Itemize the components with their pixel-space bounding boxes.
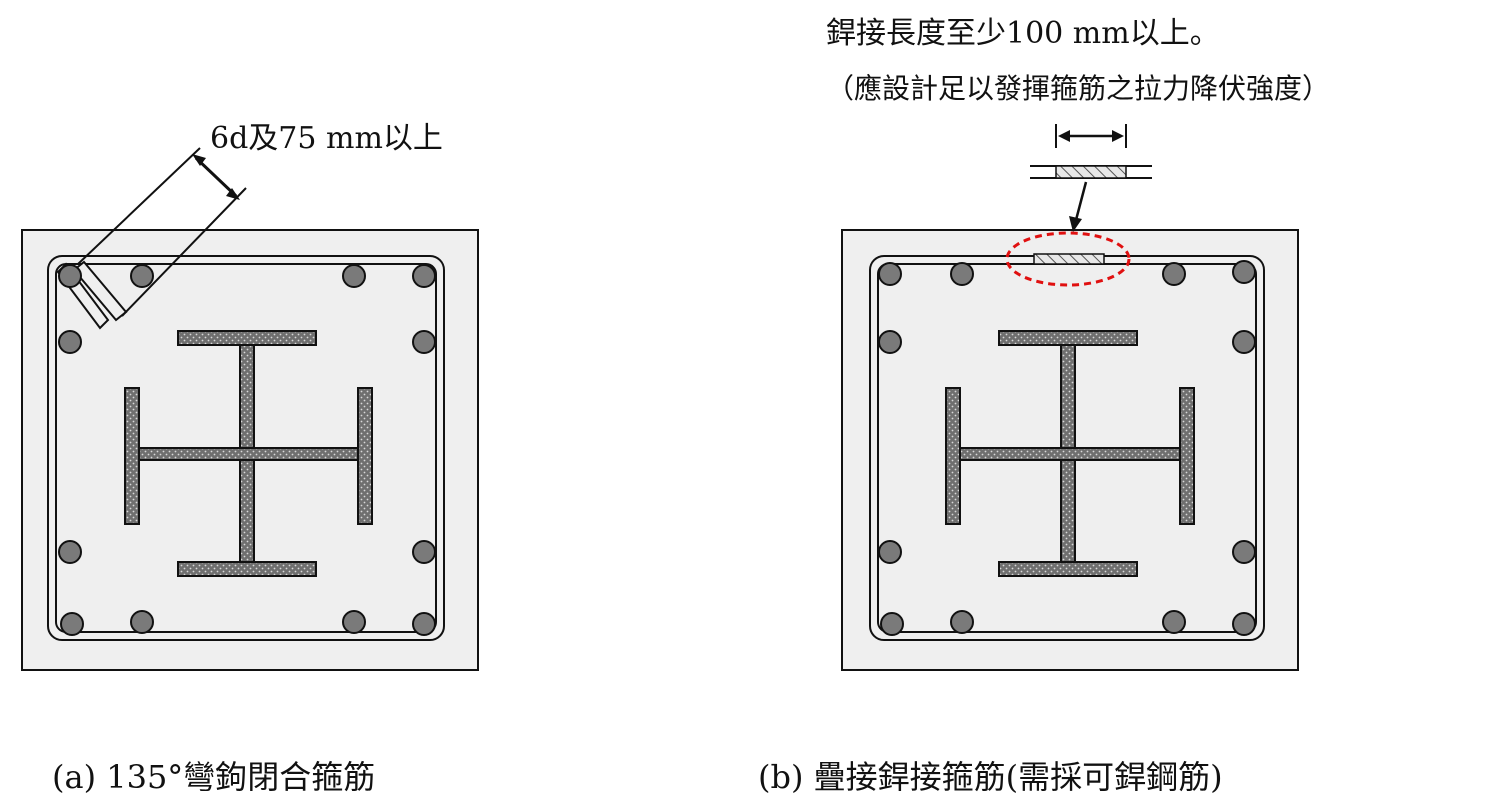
- rebar: [1232, 612, 1256, 636]
- weld-length-line-1: 銲接長度至少100 mm以上。: [826, 16, 1220, 51]
- steel-cross-section-a: [124, 330, 373, 577]
- rebar: [130, 264, 154, 288]
- rebar: [58, 540, 82, 564]
- weld-length-line-2: （應設計足以發揮箍筋之拉力降伏強度）: [826, 72, 1330, 105]
- closed-hoop-outer-a: [47, 255, 445, 641]
- rebar: [1232, 330, 1256, 354]
- steel-flange-top: [177, 330, 317, 346]
- steel-web-horizontal: [959, 447, 1181, 461]
- rebar: [412, 330, 436, 354]
- weld-detail-hatch: [1055, 165, 1127, 179]
- rebar: [58, 264, 82, 288]
- rebar: [412, 540, 436, 564]
- panel-b-section: 銲接長度至少100 mm以上。 （應設計足以發揮箍筋之拉力降伏強度）: [826, 16, 1330, 671]
- rebar: [412, 264, 436, 288]
- rebar: [342, 264, 366, 288]
- closed-hoop-inner-a: [55, 263, 437, 633]
- rebar: [1162, 262, 1186, 286]
- rebar: [130, 610, 154, 634]
- weld-detail: [1030, 124, 1152, 232]
- rebar: [60, 612, 84, 636]
- hook-length-label: 6d及75 mm以上: [210, 121, 443, 156]
- rebar: [950, 262, 974, 286]
- rebar: [878, 262, 902, 286]
- weld-highlight-ellipse: [1005, 231, 1131, 287]
- rebar-group-b: [878, 260, 1256, 636]
- rebar: [412, 612, 436, 636]
- caption-b: (b) 疊接銲接箍筋(需採可銲鋼筋): [758, 758, 1223, 796]
- steel-flange-top: [998, 330, 1138, 346]
- steel-flange-bottom: [998, 561, 1138, 577]
- rebar: [878, 330, 902, 354]
- steel-flange-bottom: [177, 561, 317, 577]
- steel-web-horizontal: [138, 447, 359, 461]
- steel-flange-left: [945, 387, 961, 525]
- rebar: [1232, 260, 1256, 284]
- steel-flange-right: [357, 387, 373, 525]
- steel-cross-section-b: [945, 330, 1195, 577]
- rebar: [878, 540, 902, 564]
- rebar-group-a: [58, 264, 436, 636]
- rebar: [880, 612, 904, 636]
- weld-zone: [1033, 253, 1105, 265]
- caption-a: (a) 135°彎鉤閉合箍筋: [52, 758, 375, 796]
- rebar: [950, 610, 974, 634]
- rebar: [1232, 540, 1256, 564]
- hook-dimension-a: [77, 147, 247, 317]
- rebar: [1162, 610, 1186, 634]
- steel-flange-left: [124, 387, 140, 525]
- steel-flange-right: [1179, 387, 1195, 525]
- panel-a-section: 6d及75 mm以上: [21, 121, 479, 671]
- rebar: [58, 330, 82, 354]
- rebar: [342, 610, 366, 634]
